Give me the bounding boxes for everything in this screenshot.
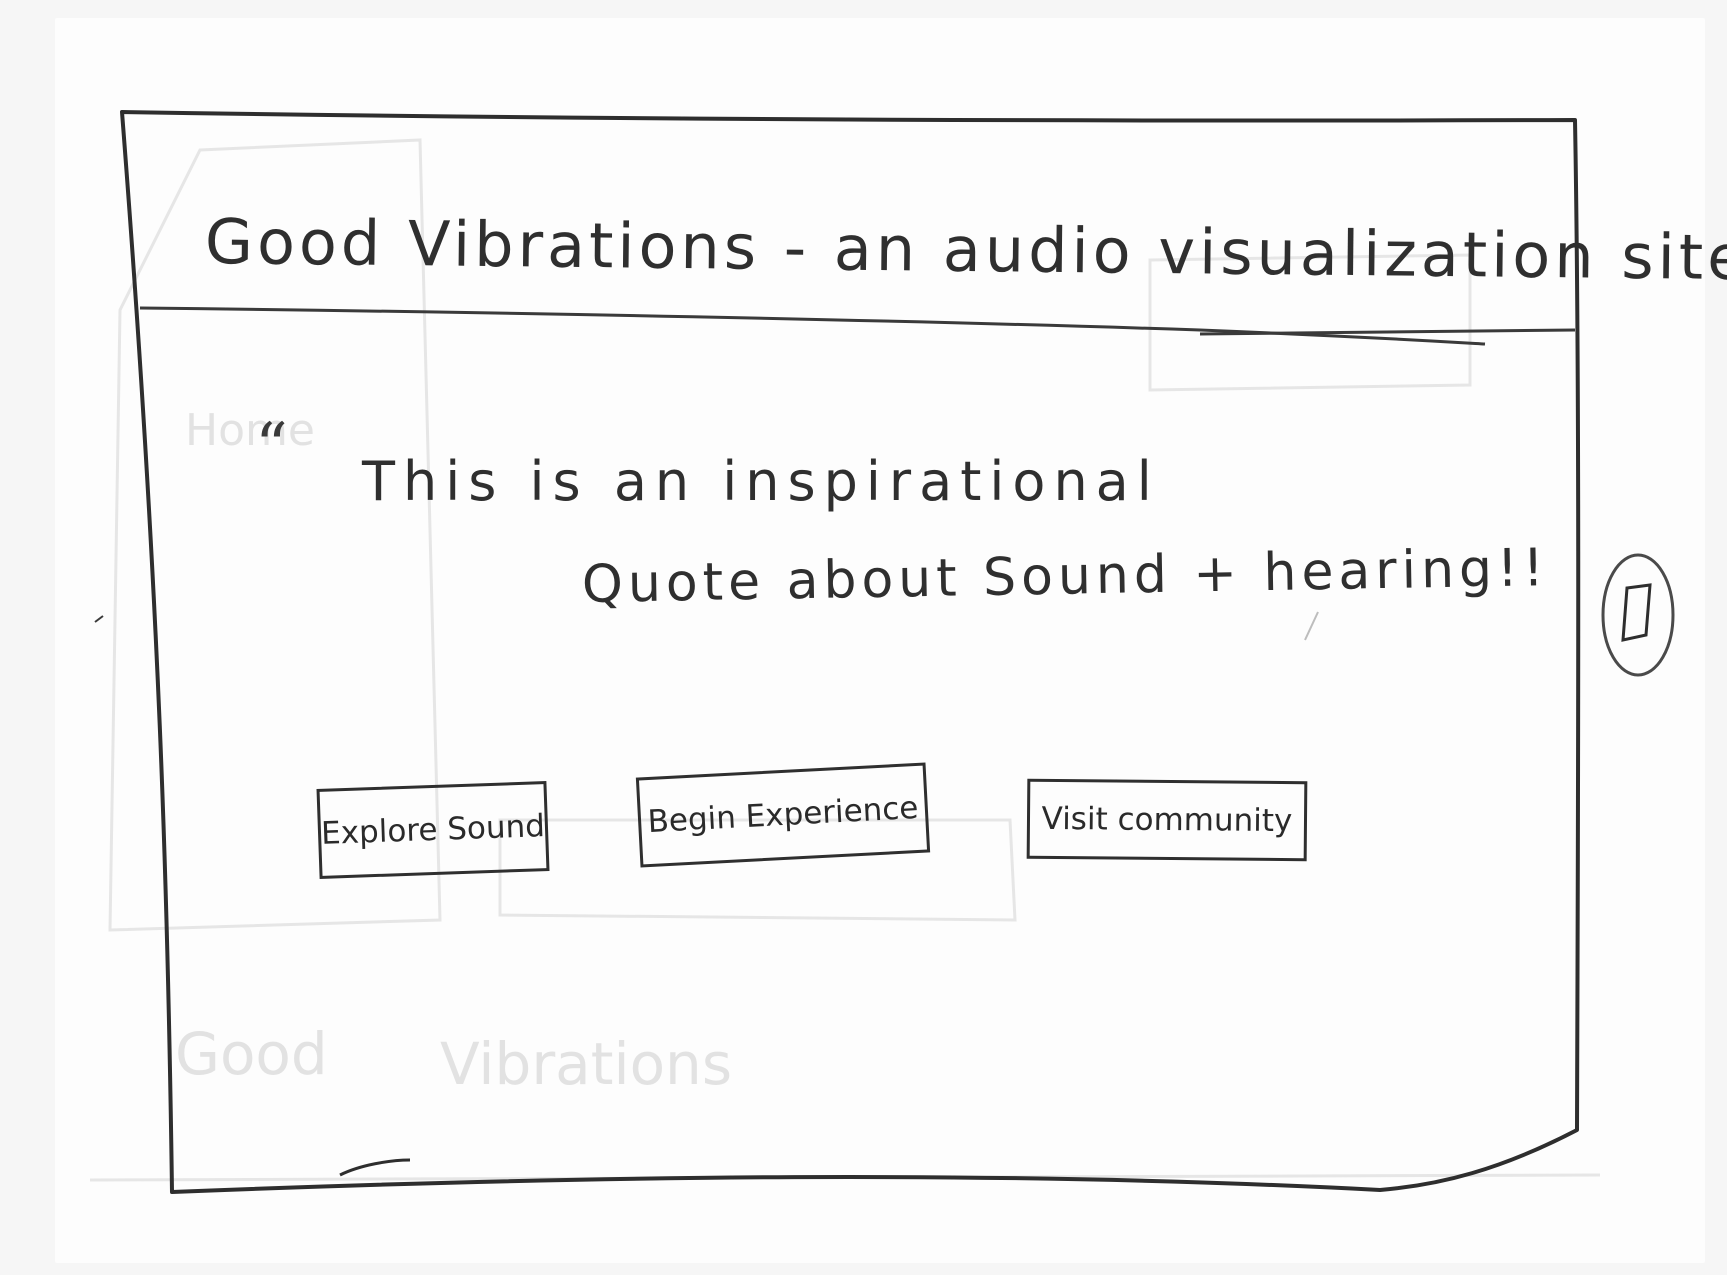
quote-text-line-1: This is an inspirational (362, 450, 1160, 513)
reverse-bleed-through-vibrations: Vibrations (440, 1030, 733, 1098)
reverse-bleed-through-home: Home (185, 405, 315, 456)
explore-sound-button[interactable]: Explore Sound (316, 781, 550, 879)
quote-open-mark: “ (255, 410, 288, 484)
reverse-bleed-through-good: Good (175, 1020, 328, 1088)
begin-experience-button[interactable]: Begin Experience (635, 762, 931, 868)
visit-community-button[interactable]: Visit community (1026, 778, 1308, 862)
paper-sheet (55, 18, 1705, 1263)
